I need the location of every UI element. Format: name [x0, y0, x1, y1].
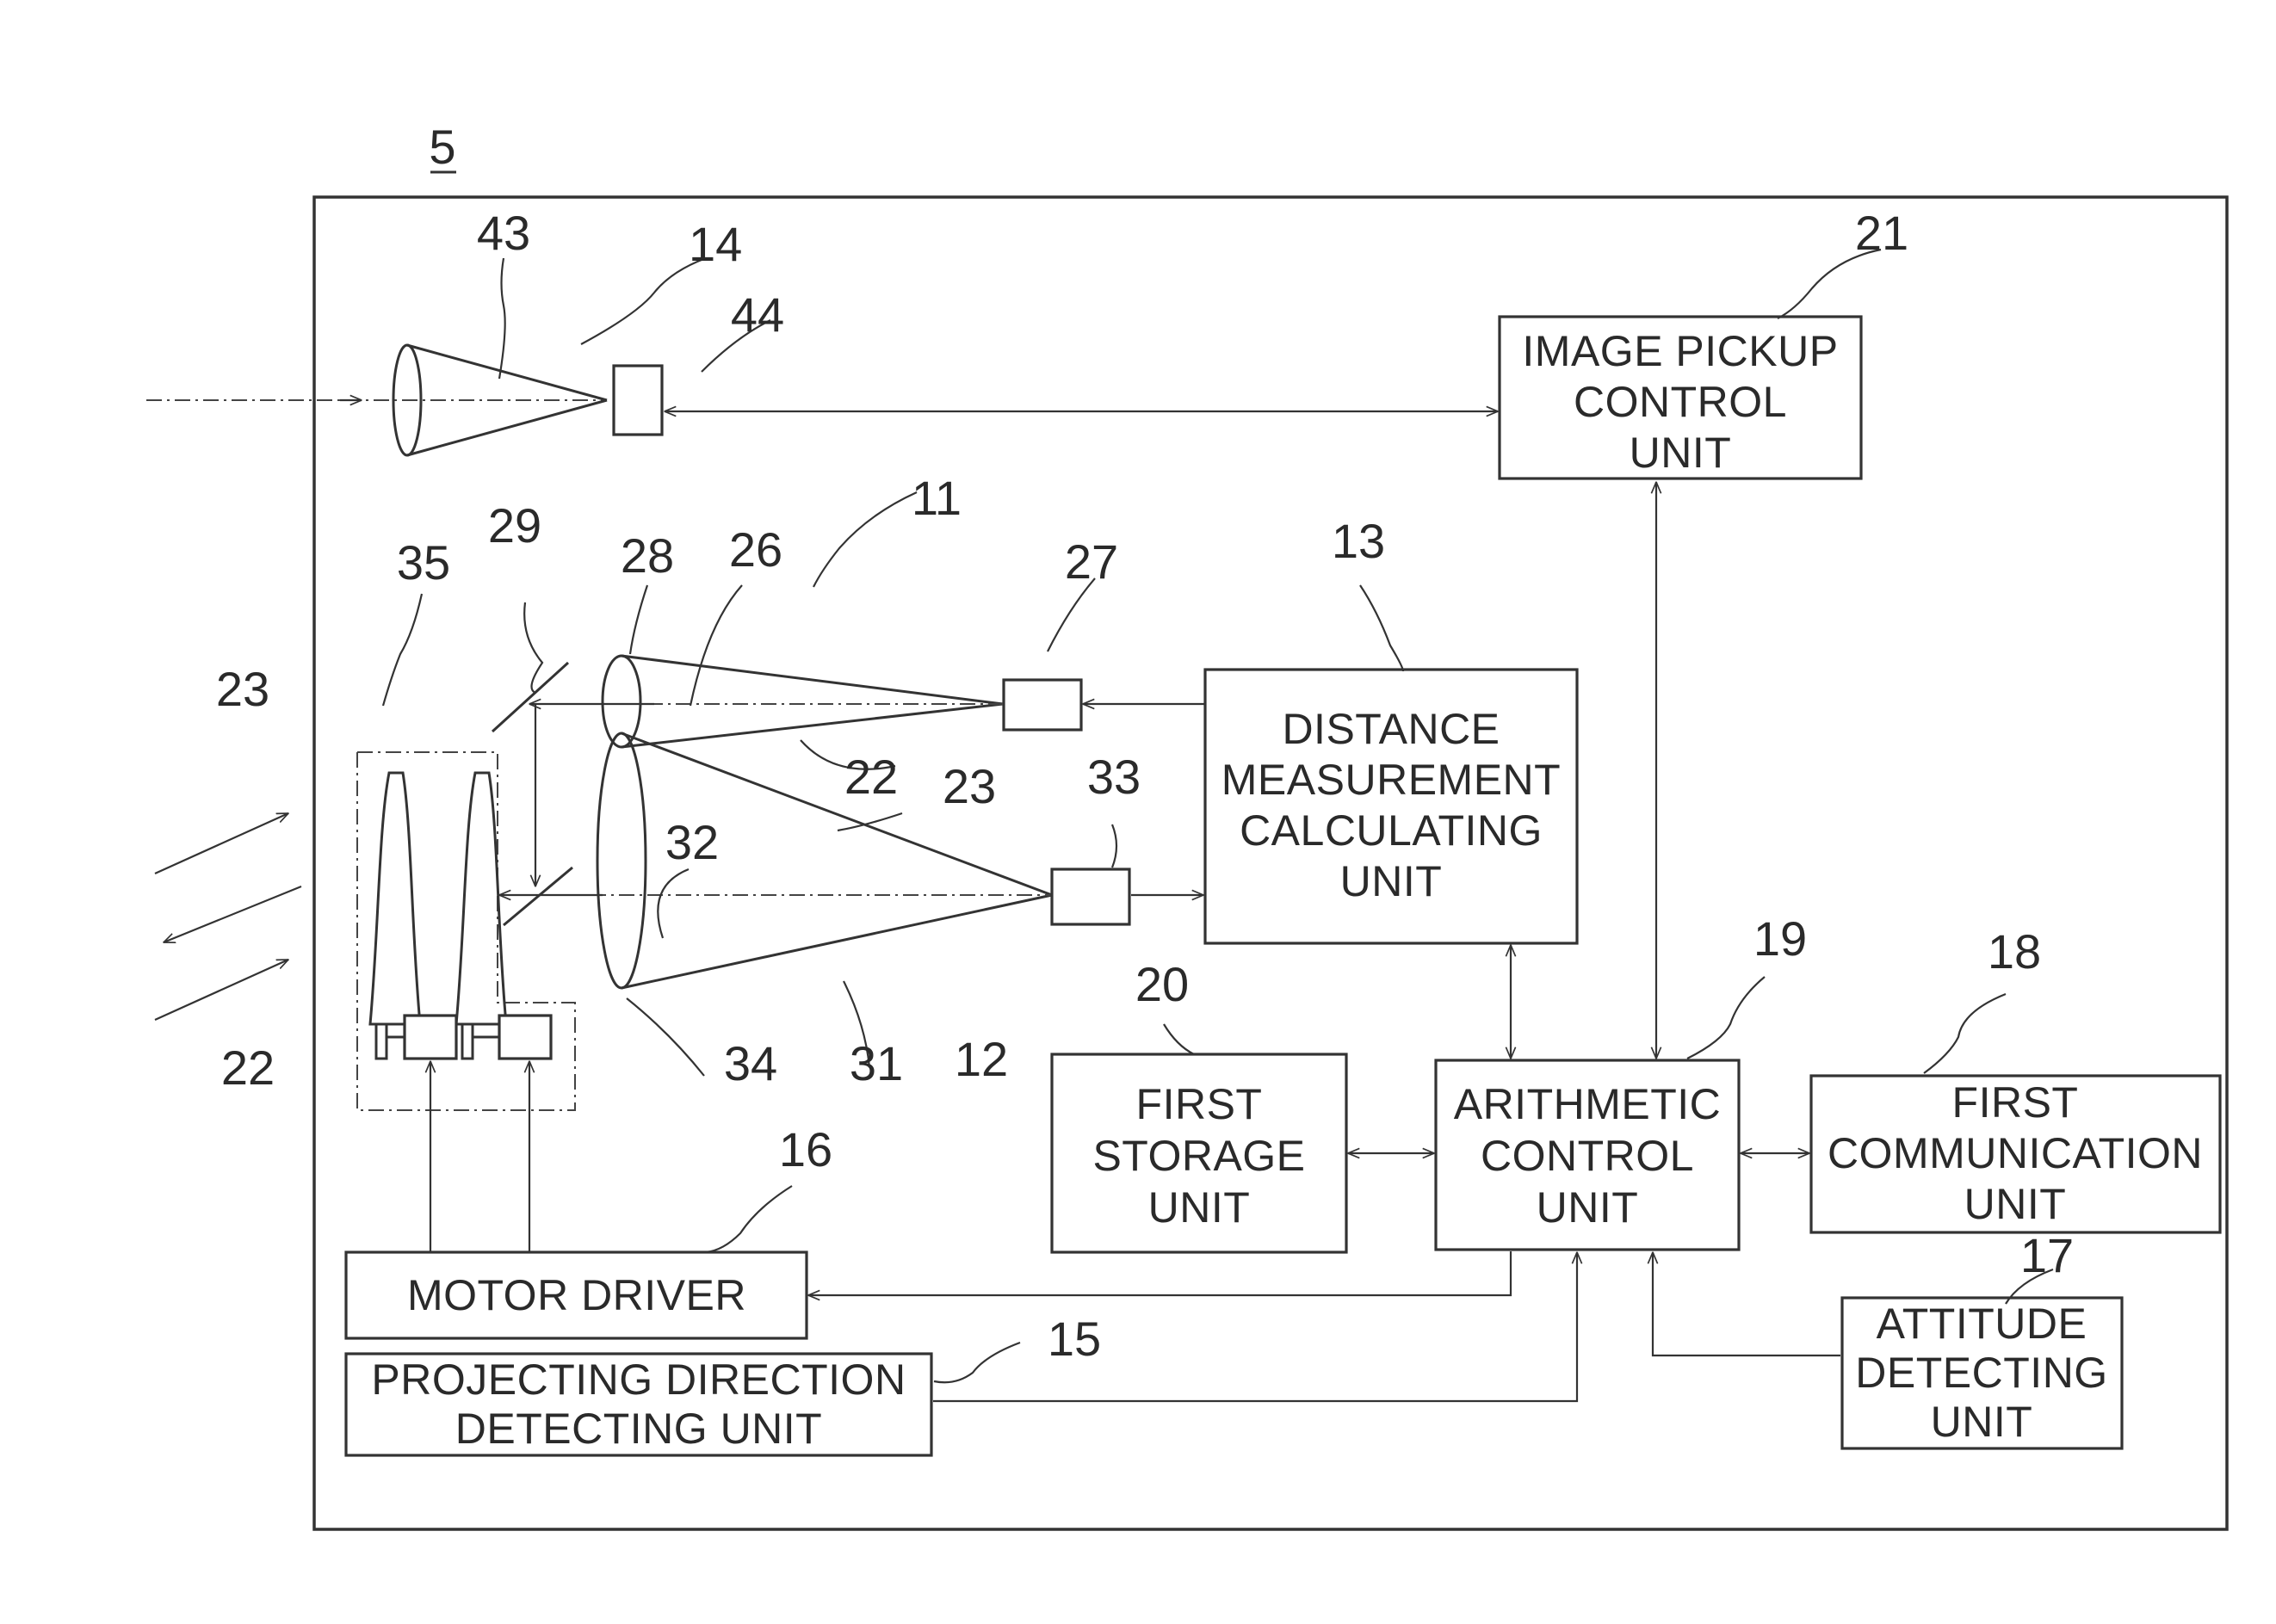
image-pickup-line-1: IMAGE PICKUP: [1522, 327, 1838, 375]
light-emitter-27: [1004, 680, 1081, 730]
motor-right: [499, 1016, 551, 1059]
storage-line-2: STORAGE: [1092, 1132, 1305, 1180]
lens-34: [597, 733, 646, 988]
distance-line-2: MEASUREMENT: [1221, 756, 1561, 804]
attitude-line-1: ATTITUDE: [1877, 1300, 2087, 1348]
communication-line-2: COMMUNICATION: [1828, 1129, 2203, 1177]
storage-line-3: UNIT: [1148, 1183, 1251, 1232]
image-pickup-line-3: UNIT: [1630, 429, 1732, 477]
ref-44: 44: [731, 287, 784, 342]
first-communication-unit: FIRST COMMUNICATION UNIT: [1811, 1076, 2220, 1232]
distance-line-3: CALCULATING: [1240, 806, 1543, 855]
distance-line-1: DISTANCE: [1282, 705, 1500, 753]
mirror-29: [492, 663, 568, 732]
ref-23-left: 23: [216, 662, 269, 716]
arithmetic-control-unit: ARITHMETIC CONTROL UNIT: [1436, 1060, 1739, 1250]
light-receiver-33: [1052, 869, 1129, 924]
ref-15: 15: [1048, 1312, 1101, 1366]
ref-26: 26: [729, 522, 782, 577]
image-pickup-line-2: CONTROL: [1574, 378, 1787, 426]
ref-22-left: 22: [221, 1040, 275, 1095]
attitude-line-2: DETECTING: [1855, 1349, 2107, 1397]
ref-21: 21: [1855, 206, 1908, 260]
image-pickup-optics: [146, 345, 662, 455]
storage-line-1: FIRST: [1136, 1080, 1263, 1128]
ref-11: 11: [912, 471, 962, 525]
arithmetic-line-2: CONTROL: [1481, 1132, 1694, 1180]
ref-35: 35: [397, 535, 450, 590]
ref-18: 18: [1988, 924, 2041, 979]
figure-label: 5: [429, 120, 455, 174]
mirror-32: [504, 868, 572, 925]
motor-driver: MOTOR DRIVER: [346, 1252, 807, 1338]
external-beams: [155, 813, 301, 1020]
ref-12: 12: [955, 1032, 1008, 1086]
ref-16: 16: [779, 1122, 832, 1176]
ref-31: 31: [850, 1036, 903, 1090]
ref-28: 28: [621, 528, 674, 583]
distance-measurement-calculating-unit: DISTANCE MEASUREMENT CALCULATING UNIT: [1205, 670, 1577, 943]
light-receiving-optics: [499, 733, 1129, 988]
communication-line-3: UNIT: [1964, 1180, 2067, 1228]
motor-left: [405, 1016, 456, 1059]
projecting-line-2: DETECTING UNIT: [455, 1405, 822, 1453]
first-storage-unit: FIRST STORAGE UNIT: [1052, 1054, 1346, 1252]
arithmetic-line-3: UNIT: [1537, 1183, 1639, 1232]
ref-22-mid: 22: [844, 750, 898, 804]
attitude-detecting-unit: ATTITUDE DETECTING UNIT: [1842, 1298, 2122, 1448]
motor-driver-label: MOTOR DRIVER: [407, 1271, 746, 1319]
communication-line-1: FIRST: [1952, 1078, 2079, 1127]
ref-33: 33: [1087, 750, 1141, 804]
image-pickup-control-unit: IMAGE PICKUP CONTROL UNIT: [1500, 317, 1861, 479]
ref-29: 29: [488, 498, 541, 553]
ref-19: 19: [1753, 911, 1807, 966]
attitude-line-3: UNIT: [1931, 1398, 2033, 1446]
distance-line-4: UNIT: [1340, 857, 1443, 905]
ref-17: 17: [2020, 1228, 2074, 1282]
ref-14: 14: [689, 217, 742, 271]
projecting-line-1: PROJECTING DIRECTION: [371, 1355, 906, 1404]
ref-43: 43: [477, 206, 530, 260]
ref-20: 20: [1135, 957, 1189, 1011]
ref-34: 34: [724, 1036, 777, 1090]
ref-23-mid: 23: [943, 759, 996, 813]
image-sensor-44: [614, 366, 662, 435]
ref-27: 27: [1065, 534, 1118, 589]
optical-deflector-35: [357, 752, 575, 1110]
ref-32: 32: [665, 815, 719, 869]
arithmetic-line-1: ARITHMETIC: [1454, 1080, 1722, 1128]
ref-13: 13: [1332, 514, 1385, 568]
projecting-direction-detecting-unit: PROJECTING DIRECTION DETECTING UNIT: [346, 1354, 931, 1455]
